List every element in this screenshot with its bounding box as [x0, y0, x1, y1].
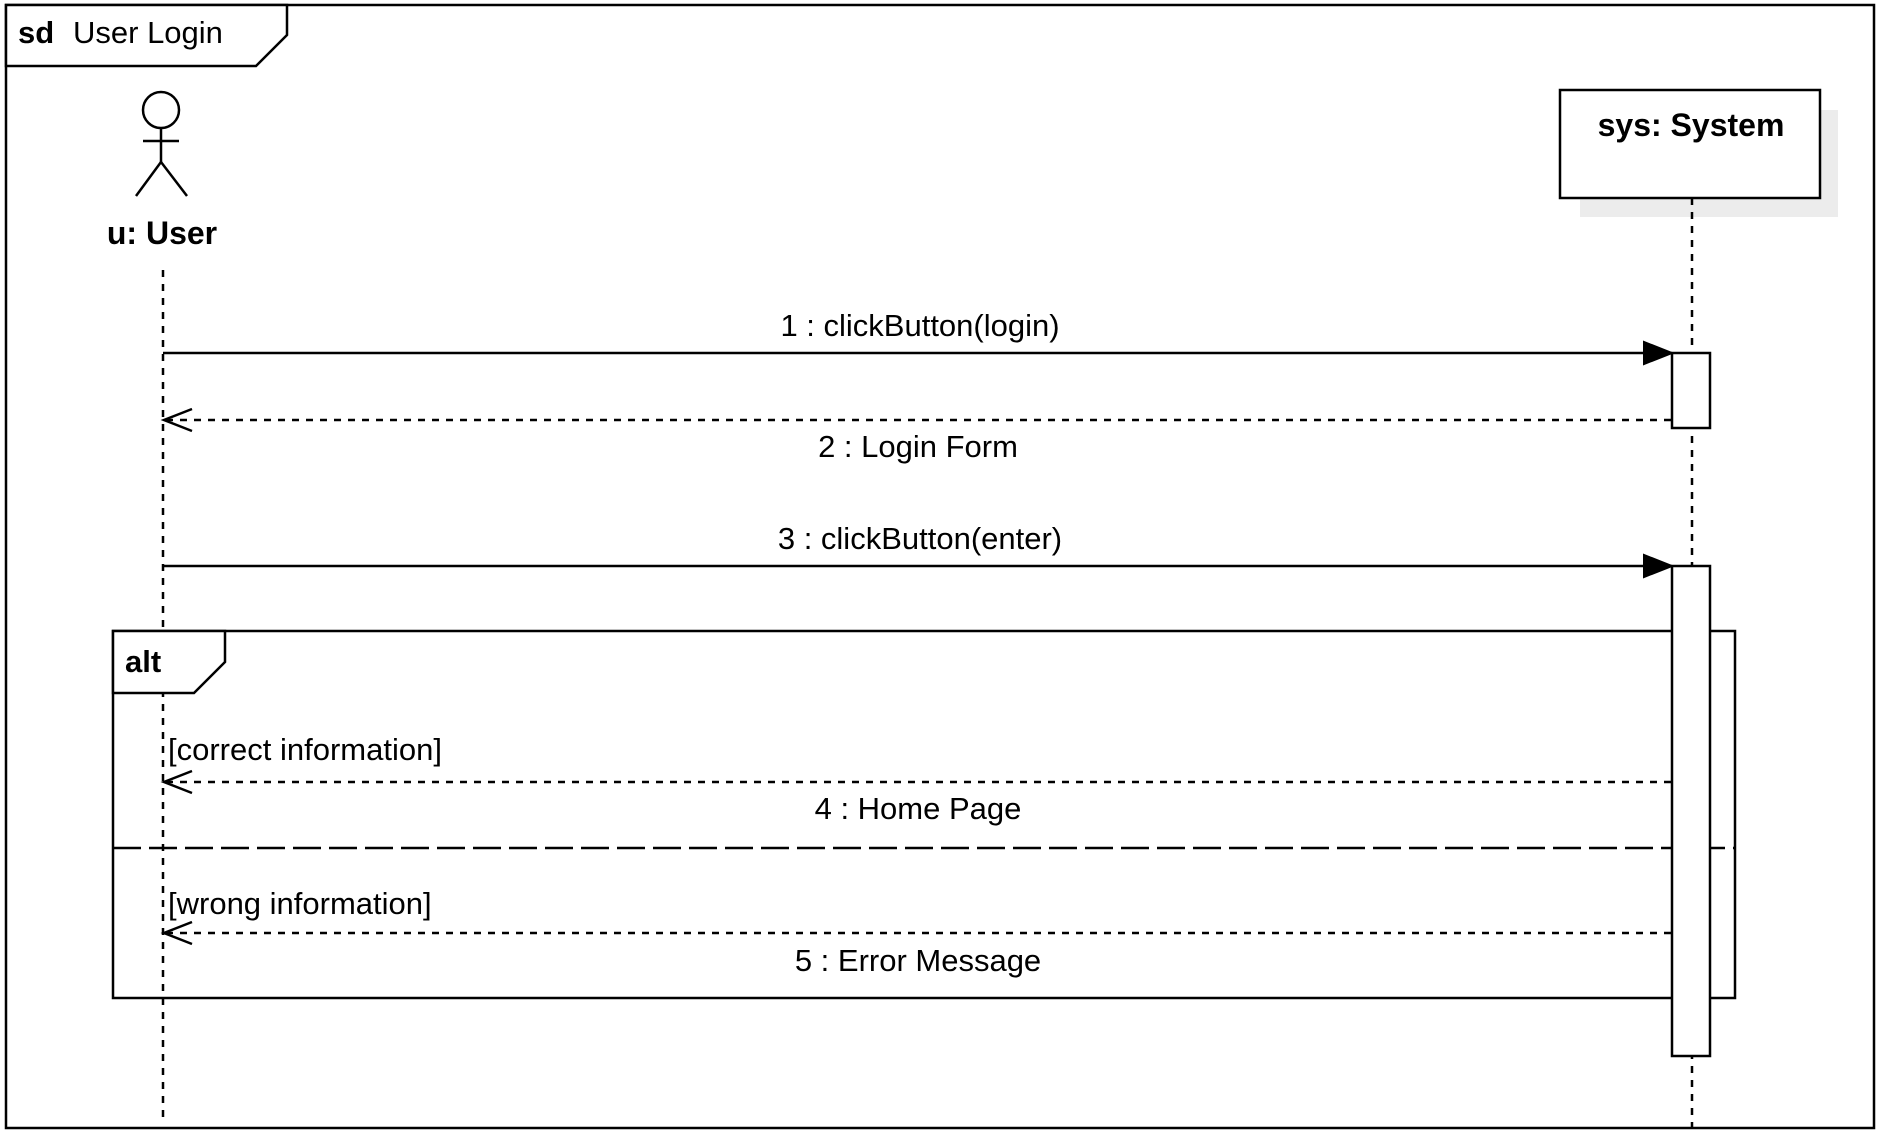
message-5-arrowhead	[160, 920, 193, 946]
user-lifeline-label: u: User	[107, 215, 217, 251]
message-2-arrowhead	[160, 407, 193, 433]
guard-wrong-information: [wrong information]	[168, 886, 432, 921]
sd-frame-title: User Login	[73, 15, 223, 50]
message-1-arrowhead	[1643, 340, 1675, 366]
alt-operator-label: alt	[125, 644, 161, 679]
alt-fragment-tab	[111, 629, 227, 695]
message-3-label: 3 : clickButton(enter)	[778, 521, 1062, 556]
guard-correct-information: [correct information]	[168, 732, 442, 767]
system-activation-1	[1670, 351, 1712, 430]
message-1-label: 1 : clickButton(login)	[780, 308, 1059, 343]
message-3-arrowhead	[1643, 553, 1675, 579]
sd-frame-keyword: sd	[18, 15, 54, 50]
message-2-label: 2 : Login Form	[818, 429, 1018, 464]
system-activation-2	[1670, 564, 1712, 1058]
user-actor-icon	[134, 90, 188, 197]
message-4-arrowhead	[160, 769, 193, 795]
sd-frame-tab	[4, 3, 289, 68]
sd-frame	[4, 3, 1876, 1130]
system-lifeline-label: sys: System	[1598, 107, 1785, 143]
alt-fragment	[111, 629, 1737, 1000]
system-head	[1558, 88, 1822, 200]
message-4-label: 4 : Home Page	[815, 791, 1022, 826]
message-5-label: 5 : Error Message	[795, 943, 1041, 978]
